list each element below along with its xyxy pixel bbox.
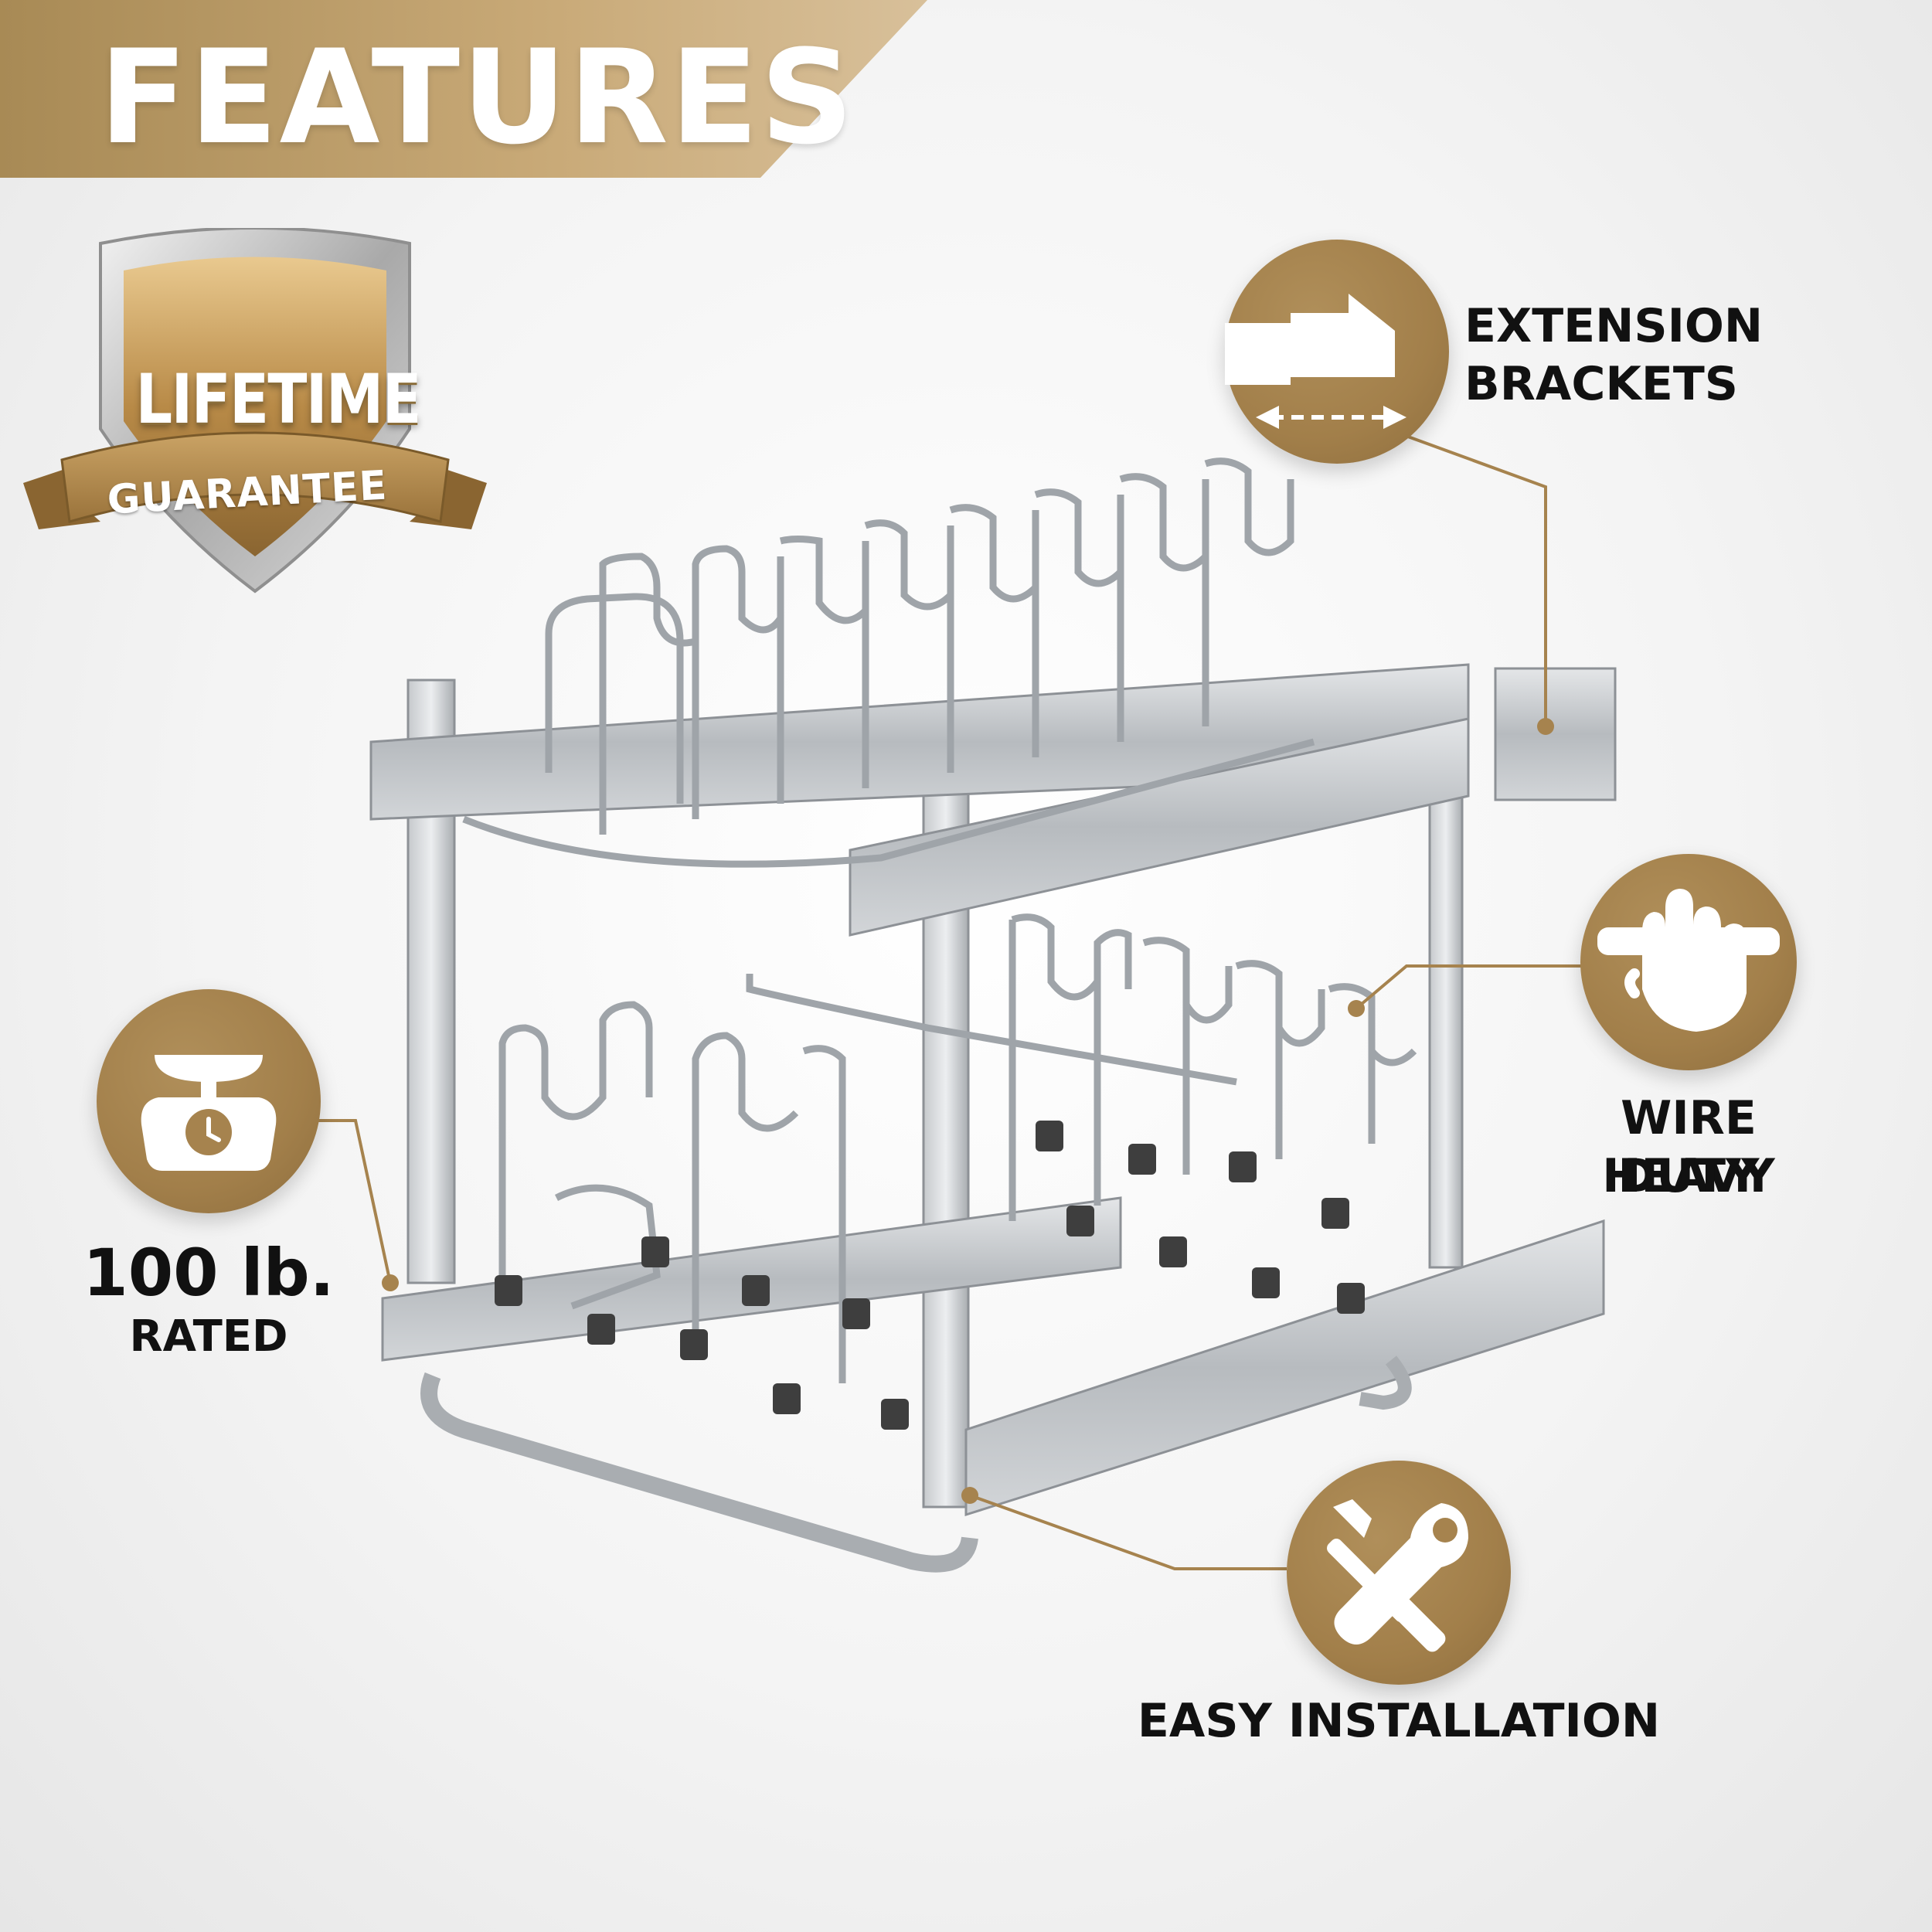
hand-on-bar-icon (1597, 889, 1780, 1032)
callout-dots (382, 718, 1554, 1504)
features-banner (0, 0, 927, 178)
weight-label-rated: RATED (129, 1311, 288, 1362)
extension-brackets-badge (1225, 240, 1449, 464)
easy-installation-label: EASY INSTALLATION (1137, 1694, 1661, 1748)
scale-icon (141, 1055, 277, 1171)
weight-label-value: 100 lb. (83, 1235, 335, 1311)
divider-clips (495, 1121, 1365, 1430)
weight-rating-badge (97, 989, 321, 1213)
lower-wire-dividers (498, 913, 1417, 1383)
wire-label-line2: DUTY (1617, 1149, 1760, 1203)
easy-installation-badge (1287, 1461, 1511, 1685)
banner-title: FEATURES (99, 22, 855, 173)
extension-label-line2: BRACKETS (1464, 357, 1739, 411)
tools-icon (1327, 1499, 1468, 1652)
upper-wire-dividers (462, 457, 1315, 868)
callout-lines (317, 435, 1583, 1570)
lifetime-guarantee-badge (23, 228, 487, 594)
wire-heavy-duty-badge (1580, 854, 1797, 1070)
extension-bracket-icon (1225, 294, 1406, 429)
extension-label-line1: EXTENSION (1464, 299, 1764, 353)
wire-label-line1: WIRE HEAVY (1602, 1091, 1775, 1203)
